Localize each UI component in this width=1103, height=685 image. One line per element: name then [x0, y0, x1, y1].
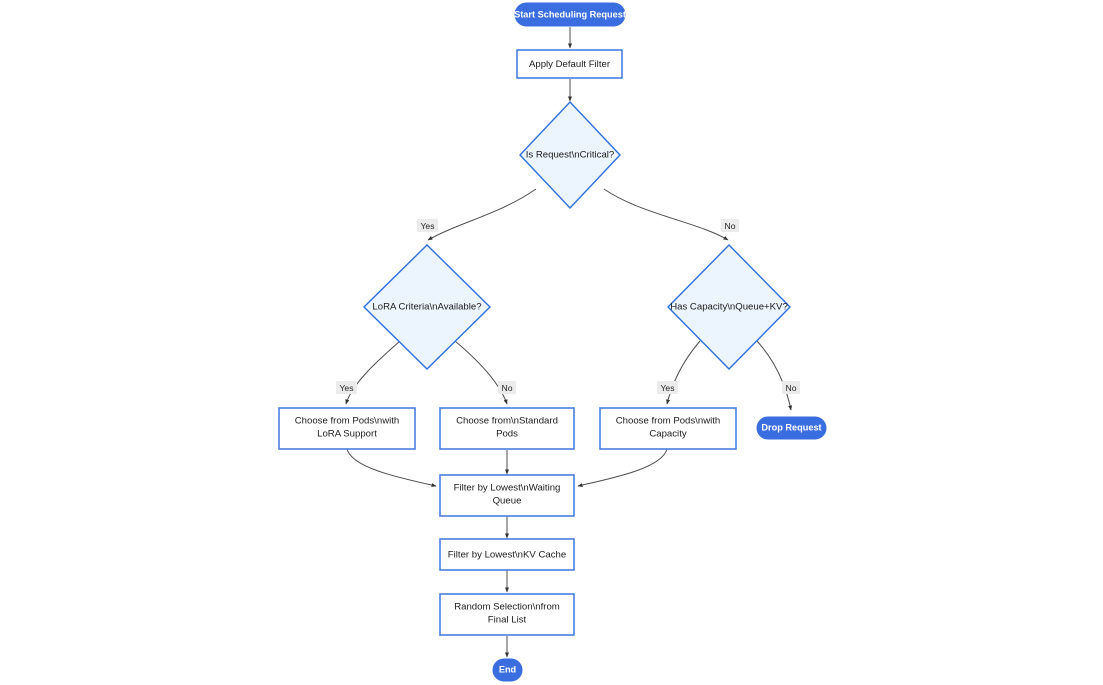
edge-label-text: Yes: [660, 383, 674, 393]
node-lora-criteria-available-shape: [363, 244, 491, 370]
node-filter-waiting-queue[interactable]: Filter by Lowest\nWaiting Queue: [439, 474, 575, 517]
edge-lora-no: [454, 340, 508, 405]
node-is-request-critical-shape: [519, 100, 621, 210]
node-is-request-critical[interactable]: Is Request\nCritical?: [519, 100, 621, 210]
node-random-selection-label-line2: Final List: [488, 615, 527, 626]
node-random-selection-label-line1: Random Selection\nfrom: [454, 602, 560, 613]
node-choose-standard-pods-shape: [439, 407, 575, 450]
edge-label-lora-yes: Yes: [336, 381, 357, 394]
edge-label-critical-no: No: [721, 219, 739, 232]
node-drop-request[interactable]: Drop Request: [756, 416, 827, 440]
node-has-capacity-shape: [667, 244, 791, 370]
edge-label-text: No: [786, 383, 797, 393]
edge-is-critical-yes: [427, 188, 537, 241]
edge-labels-layer: Yes No Yes No Yes No: [336, 219, 800, 394]
edge-label-lora-no: No: [498, 381, 516, 394]
node-apply-default-filter-label: Apply Default Filter: [529, 59, 611, 70]
node-filter-kv-cache-shape: [439, 538, 575, 571]
node-apply-default-filter[interactable]: Apply Default Filter: [516, 49, 623, 79]
edge-is-critical-no: [603, 188, 729, 241]
edge-label-text: No: [725, 221, 736, 231]
node-has-capacity[interactable]: Has Capacity\nQueue+KV?: [667, 244, 791, 370]
node-choose-lora-pods-shape: [278, 407, 416, 450]
node-choose-capacity-pods-label-line2: Capacity: [649, 429, 687, 440]
node-drop-request-label: Drop Request: [761, 422, 821, 432]
node-choose-capacity-pods[interactable]: Choose from Pods\nwith Capacity: [599, 407, 737, 450]
node-choose-lora-pods-label-line2: LoRA Support: [317, 429, 377, 440]
edge-label-capacity-yes: Yes: [657, 381, 678, 394]
edge-capacity-no: [756, 340, 793, 411]
node-drop-request-shape: [756, 416, 827, 440]
edge-choose-capacity-to-filter-queue: [577, 448, 668, 487]
edge-choose-lora-to-filter-queue: [346, 448, 437, 487]
node-choose-standard-pods-label-line2: Pods: [496, 429, 518, 440]
edge-lora-yes: [345, 340, 401, 405]
node-choose-lora-pods[interactable]: Choose from Pods\nwith LoRA Support: [278, 407, 416, 450]
edge-label-text: Yes: [420, 221, 434, 231]
node-choose-lora-pods-label-line1: Choose from Pods\nwith: [295, 416, 400, 427]
node-filter-kv-cache-label: Filter by Lowest\nKV Cache: [448, 550, 566, 561]
node-start-shape: [514, 2, 626, 27]
node-start[interactable]: Start Scheduling Request: [514, 2, 626, 27]
node-choose-capacity-pods-shape: [599, 407, 737, 450]
edge-label-capacity-no: No: [782, 381, 800, 394]
node-random-selection-shape: [439, 593, 575, 636]
node-end-shape: [492, 658, 523, 682]
node-end-label: End: [499, 664, 516, 674]
node-lora-criteria-available-label: LoRA Criteria\nAvailable?: [372, 302, 481, 313]
node-choose-standard-pods[interactable]: Choose from\nStandard Pods: [439, 407, 575, 450]
node-lora-criteria-available[interactable]: LoRA Criteria\nAvailable?: [363, 244, 491, 370]
node-start-label: Start Scheduling Request: [514, 9, 626, 19]
node-filter-waiting-queue-shape: [439, 474, 575, 517]
edges-layer: [345, 27, 793, 658]
edge-capacity-yes: [666, 340, 701, 405]
edge-label-text: Yes: [339, 383, 353, 393]
edge-label-text: No: [502, 383, 513, 393]
node-apply-default-filter-shape: [516, 49, 623, 79]
node-filter-waiting-queue-label-line2: Queue: [493, 496, 522, 507]
node-filter-kv-cache[interactable]: Filter by Lowest\nKV Cache: [439, 538, 575, 571]
node-random-selection[interactable]: Random Selection\nfrom Final List: [439, 593, 575, 636]
node-filter-waiting-queue-label-line1: Filter by Lowest\nWaiting: [454, 483, 561, 494]
node-choose-standard-pods-label-line1: Choose from\nStandard: [456, 416, 558, 427]
node-end[interactable]: End: [492, 658, 523, 682]
node-choose-capacity-pods-label-line1: Choose from Pods\nwith: [616, 416, 721, 427]
node-is-request-critical-label: Is Request\nCritical?: [526, 150, 615, 161]
edge-label-critical-yes: Yes: [417, 219, 438, 232]
node-has-capacity-label: Has Capacity\nQueue+KV?: [670, 302, 788, 313]
